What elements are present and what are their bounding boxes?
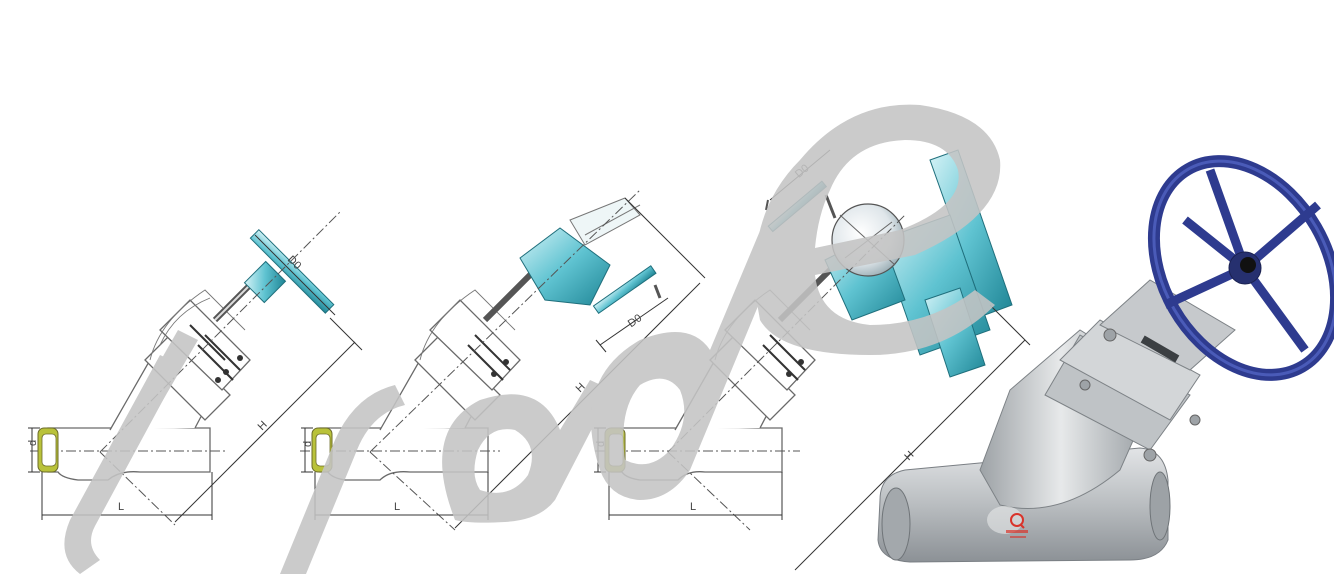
manufacturer-logo	[1006, 513, 1028, 538]
dimension-H: H	[794, 304, 1031, 571]
label-d: d	[27, 440, 39, 446]
label-D0: D0	[626, 312, 644, 330]
label-L: L	[690, 501, 696, 513]
yoke-outline	[149, 289, 246, 361]
dimension-d: d	[27, 427, 40, 473]
label-d: d	[302, 441, 314, 447]
label-L: L	[394, 501, 400, 513]
yoke-slot	[1140, 335, 1180, 363]
bolts	[189, 324, 243, 383]
bolts	[762, 334, 806, 381]
bolts	[1079, 328, 1201, 462]
handwheel-photo	[1147, 155, 1334, 381]
watermark	[64, 104, 1001, 574]
yoke-outline	[419, 289, 516, 361]
pipe-end-right	[1149, 471, 1171, 541]
bevel-gearbox	[519, 197, 662, 315]
drawing-handwheel-valve: d L H D0	[27, 211, 363, 526]
pipe-end-left	[881, 487, 911, 561]
dimension-d: d	[301, 427, 314, 473]
stem	[482, 267, 538, 323]
label-H: H	[256, 419, 270, 433]
label-L: L	[118, 501, 124, 513]
y-pattern-globe-valve-photo	[877, 155, 1334, 563]
dimension-L: L	[41, 472, 213, 520]
